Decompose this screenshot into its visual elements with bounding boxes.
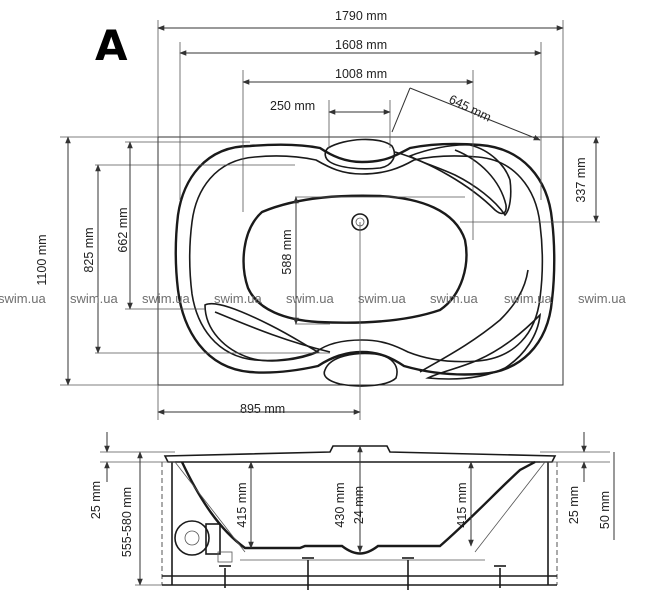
dim-depth-center: 430 mm: [333, 482, 347, 527]
right-backrest: [408, 144, 512, 217]
side-view: 25 mm 555-580 mm 415 mm 430 mm 24 mm 415…: [89, 432, 615, 590]
dim-rim-height: 50 mm: [598, 491, 612, 529]
dim-drain-position: 895 mm: [240, 402, 285, 416]
bottom-headrest: [323, 352, 398, 387]
dim-depth-right: 415 mm: [455, 482, 469, 527]
dim-depth-left: 415 mm: [235, 482, 249, 527]
dim-overall-length: 1790 mm: [335, 9, 387, 23]
dim-rim-right: 25 mm: [567, 486, 581, 524]
lower-armrest: [214, 269, 529, 373]
dim-inner-length: 1608 mm: [335, 38, 387, 52]
watermark: swim.ua: [578, 291, 626, 306]
variant-letter: A: [95, 21, 128, 70]
dim-center-small: 24 mm: [352, 486, 366, 524]
dim-basin-width: 662 mm: [116, 207, 130, 252]
top-headrest: [324, 138, 396, 170]
dim-height-range: 555-580 mm: [120, 487, 134, 557]
watermark: swim.ua: [214, 291, 262, 306]
watermark: swim.ua: [504, 291, 552, 306]
side-basin-profile: [180, 460, 536, 555]
dim-inner-width: 825 mm: [82, 227, 96, 272]
dim-bottom-width: 588 mm: [280, 229, 294, 274]
basin-outline: [242, 194, 468, 324]
inner-rim-contour: [188, 155, 544, 363]
dim-overall-width: 1100 mm: [35, 234, 49, 285]
upper-armrest: [394, 149, 507, 215]
watermark: swim.ua: [286, 291, 334, 306]
feet: [219, 557, 506, 590]
left-backrest: [204, 302, 320, 362]
dim-basin-length: 1008 mm: [335, 67, 387, 81]
watermark: swim.ua: [70, 291, 118, 306]
tub-outline: [157, 136, 564, 386]
watermark: swim.ua: [142, 291, 190, 306]
dim-drain-offset: 337 mm: [574, 157, 588, 202]
watermark: swim.ua: [430, 291, 478, 306]
dim-rim-left: 25 mm: [89, 481, 103, 519]
pump-motor: [174, 520, 233, 563]
right-lower-lobe: [425, 312, 542, 380]
watermark: swim.ua: [358, 291, 406, 306]
dim-diagonal: 645 mm: [447, 92, 494, 124]
side-rim: [163, 445, 557, 463]
watermark: swim.ua: [0, 291, 46, 306]
top-view: 1790 mm 1608 mm 1008 mm 250 mm 645 mm 89…: [0, 9, 626, 420]
dim-headrest-width: 250 mm: [270, 99, 315, 113]
